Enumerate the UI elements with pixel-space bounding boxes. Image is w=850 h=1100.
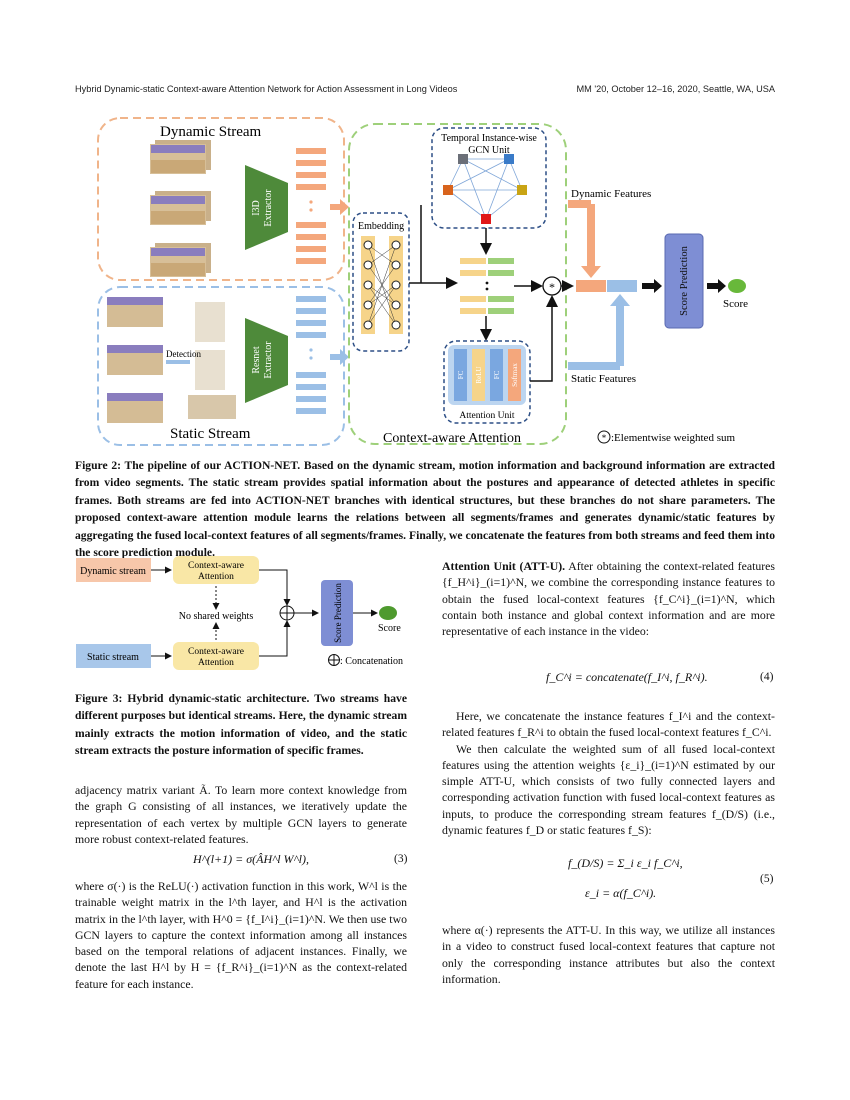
- embedding-box: [352, 212, 410, 352]
- dynamic-features-arrow: [581, 204, 601, 278]
- fig3-cat-bottom-line2: Attention: [198, 658, 234, 668]
- equation-3-number: (3): [394, 853, 408, 865]
- legend-sum-icon: [597, 430, 611, 444]
- right-paragraph-2: Here, we concatenate the instance featur…: [442, 709, 775, 740]
- score-prediction-box: [664, 233, 704, 329]
- attention-unit-heading: Attention Unit (ATT-U).: [442, 559, 566, 573]
- att-fc1-block: [454, 349, 467, 401]
- resnet-label-1: Resnet: [251, 346, 262, 373]
- fig3-cat-top-line1: Context-aware: [188, 561, 244, 571]
- equation-4: f_C^i = concatenate(f_I^i, f_R^i).: [546, 670, 708, 684]
- equation-5-number: (5): [760, 873, 774, 885]
- i3d-label-2: Extractor: [263, 189, 274, 227]
- fig3-dynamic-stream-label: Dynamic stream: [80, 566, 146, 577]
- dynamic-feature-bars: [296, 148, 326, 264]
- dynamic-to-embedding-arrow: [330, 199, 349, 215]
- right-paragraph-4: where α(·) represents the ATT-U. In this…: [442, 923, 775, 986]
- right-paragraph-1-text: After obtaining the context-related feat…: [442, 559, 776, 639]
- gcn-label-2: GCN Unit: [468, 145, 510, 156]
- fig3-cat-top: [173, 556, 259, 584]
- dynamic-stream-title: Dynamic Stream: [160, 124, 262, 140]
- att-fc1-label: FC: [457, 370, 465, 379]
- dynamic-video-frames: [150, 140, 211, 277]
- static-features-arrow: [610, 294, 630, 366]
- fig3-score-node: [379, 606, 397, 620]
- running-header-title: Hybrid Dynamic-static Context-aware Atte…: [75, 84, 458, 94]
- attention-unit-box: [443, 340, 531, 424]
- dynamic-stream-box: [97, 117, 345, 281]
- fig3-score-label: Score: [378, 623, 401, 634]
- fig3-legend-label: : Concatenation: [340, 656, 403, 667]
- static-video-frames: [107, 297, 236, 423]
- static-feature-block: [607, 280, 637, 292]
- dynamic-features-label: Dynamic Features: [571, 188, 651, 200]
- equation-3: H^(l+1) = σ(ÂH^l W^l),: [193, 852, 309, 866]
- resnet-label-2: Extractor: [263, 341, 274, 379]
- fused-features: [460, 258, 514, 314]
- att-relu-block: [472, 349, 485, 401]
- embedding-network: [361, 236, 403, 334]
- figure-3-caption: Figure 3: Hybrid dynamic-static architec…: [75, 692, 407, 758]
- att-relu-label: ReLU: [475, 366, 483, 383]
- fig3-static-stream-label: Static stream: [87, 652, 139, 663]
- resnet-extractor: [245, 318, 288, 403]
- right-paragraph-1: Attention Unit (ATT-U). After obtaining …: [442, 558, 775, 639]
- equation-4-number: (4): [760, 671, 774, 683]
- detection-label: Detection: [166, 349, 201, 359]
- svg-text:*: *: [549, 280, 555, 294]
- attention-unit-label: Attention Unit: [459, 411, 515, 421]
- score-label: Score: [723, 298, 748, 310]
- fig3-score-prediction-label: Score Prediction: [333, 583, 343, 643]
- gcn-graph: [443, 154, 527, 224]
- left-paragraph-2: where σ(·) is the ReLU(·) activation fun…: [75, 879, 407, 991]
- figure-2-pipeline-diagram: Dynamic Stream I3D Extractor Static Stre…: [97, 117, 748, 446]
- embedding-label: Embedding: [358, 221, 404, 232]
- equation-5b: ε_i = α(f_C^i).: [585, 886, 657, 900]
- left-paragraph-1: adjacency matrix variant Ã. To learn mor…: [75, 783, 407, 846]
- i3d-label-1: I3D: [251, 200, 262, 216]
- score-node: [728, 279, 746, 293]
- fig3-cat-bottom-line1: Context-aware: [188, 647, 244, 657]
- score-arrow: [707, 279, 726, 293]
- att-fc2-block: [490, 349, 503, 401]
- static-stream-title: Static Stream: [170, 426, 251, 442]
- i3d-extractor: [245, 165, 288, 250]
- context-attention-title: Context-aware Attention: [383, 431, 521, 446]
- features-to-score-arrow: [642, 279, 662, 293]
- fig3-cat-bottom: [173, 642, 259, 670]
- running-header-venue: MM '20, October 12–16, 2020, Seattle, WA…: [576, 84, 775, 94]
- static-features-label: Static Features: [571, 373, 636, 385]
- gcn-label-1: Temporal Instance-wise: [441, 133, 537, 144]
- equation-5a: f_(D/S) = Σ_i ε_i f_C^i,: [568, 856, 683, 870]
- figure-3-hybrid-architecture: Dynamic stream Static stream Context-awa…: [76, 556, 403, 670]
- figure-2-caption: Figure 2: The pipeline of our ACTION-NET…: [75, 459, 775, 560]
- fig3-score-prediction-box: [321, 580, 353, 646]
- static-stream-box: [97, 286, 345, 446]
- dynamic-feature-block: [576, 280, 606, 292]
- static-feature-bars: [296, 296, 326, 414]
- att-fc2-label: FC: [493, 370, 501, 379]
- attention-to-sum-arrow: [530, 295, 558, 382]
- fig3-static-stream-box: [76, 644, 151, 668]
- fig3-cat-top-line2: Attention: [198, 572, 234, 582]
- score-prediction-label: Score Prediction: [679, 245, 690, 315]
- right-paragraph-3: We then calculate the weighted sum of al…: [442, 741, 775, 838]
- legend-label: :Elementwise weighted sum: [611, 432, 735, 444]
- att-softmax-block: [508, 349, 521, 401]
- fig3-dynamic-stream-box: [76, 558, 151, 582]
- fig3-no-shared-label: No shared weights: [179, 611, 254, 622]
- gcn-unit-box: [431, 127, 547, 229]
- svg-text:*: *: [602, 433, 607, 443]
- static-to-embedding-arrow: [330, 349, 349, 365]
- att-softmax-label: Softmax: [511, 363, 519, 387]
